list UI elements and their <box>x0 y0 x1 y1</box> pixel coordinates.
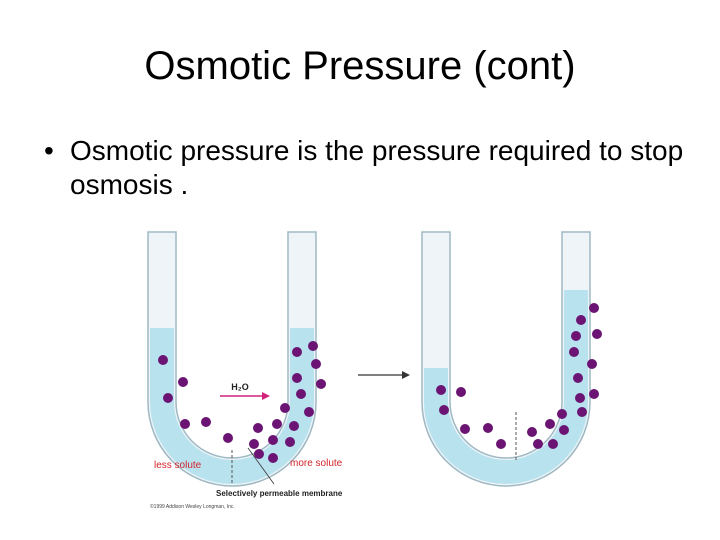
u-tube-before-glass <box>147 231 317 487</box>
solute-particle <box>201 417 211 427</box>
solute-particle <box>545 419 555 429</box>
membrane-label: Selectively permeable membrane <box>216 489 343 498</box>
membrane-pointer-line <box>247 447 275 485</box>
u-tube-after-particles <box>436 303 602 449</box>
solute-particle <box>308 341 318 351</box>
bullet-dot: • <box>44 135 54 166</box>
solute-particle <box>592 329 602 339</box>
solute-particle <box>557 409 567 419</box>
solute-particle <box>575 393 585 403</box>
solute-particle <box>311 359 321 369</box>
solute-particle <box>292 347 302 357</box>
solute-particle <box>548 439 558 449</box>
solute-particle <box>456 387 466 397</box>
solute-particle <box>559 425 569 435</box>
solute-particle <box>577 407 587 417</box>
copyright-text: ©1999 Addison Wesley Longman, Inc. <box>150 503 235 510</box>
solute-particle <box>569 347 579 357</box>
solute-particle <box>496 439 506 449</box>
solute-particle <box>304 407 314 417</box>
u-tube-after-glass <box>421 231 591 487</box>
solute-particle <box>573 373 583 383</box>
solute-particle <box>587 359 597 369</box>
solute-particle <box>180 419 190 429</box>
solute-particle <box>589 303 599 313</box>
bullet-item: • Osmotic pressure is the pressure requi… <box>44 134 684 202</box>
transition-arrow <box>358 371 410 379</box>
solute-particle <box>249 439 259 449</box>
solute-particle <box>439 405 449 415</box>
bullet-text: Osmotic pressure is the pressure require… <box>70 135 684 200</box>
u-tube-after <box>421 231 602 487</box>
osmosis-figure: H₂O <box>140 222 620 522</box>
u-tube-before-particles <box>158 341 326 463</box>
solute-particle <box>289 421 299 431</box>
solute-particle <box>272 419 282 429</box>
solute-particle <box>178 377 188 387</box>
more-solute-label: more solute <box>290 458 343 469</box>
osmosis-diagram: H₂O <box>147 231 602 510</box>
u-tube-before: H₂O <box>147 231 326 487</box>
solute-particle <box>223 433 233 443</box>
solute-particle <box>292 373 302 383</box>
solute-particle <box>280 403 290 413</box>
solute-particle <box>296 389 306 399</box>
solute-particle <box>268 453 278 463</box>
solute-particle <box>460 424 470 434</box>
h2o-label: H₂O <box>231 382 249 392</box>
solute-particle <box>527 427 537 437</box>
solute-particle <box>533 439 543 449</box>
solute-particle <box>436 385 446 395</box>
solute-particle <box>576 315 586 325</box>
h2o-arrowhead <box>262 392 270 400</box>
solute-particle <box>268 435 278 445</box>
less-solute-label: less solute <box>154 460 202 471</box>
solute-particle <box>254 449 264 459</box>
solute-particle <box>253 423 263 433</box>
u-tube-after-solution <box>424 290 588 484</box>
solute-particle <box>158 355 168 365</box>
solute-particle <box>316 379 326 389</box>
slide-title: Osmotic Pressure (cont) <box>144 44 576 88</box>
solute-particle <box>285 437 295 447</box>
solute-particle <box>163 393 173 403</box>
solute-particle <box>589 389 599 399</box>
solute-particle <box>571 331 581 341</box>
solute-particle <box>483 423 493 433</box>
